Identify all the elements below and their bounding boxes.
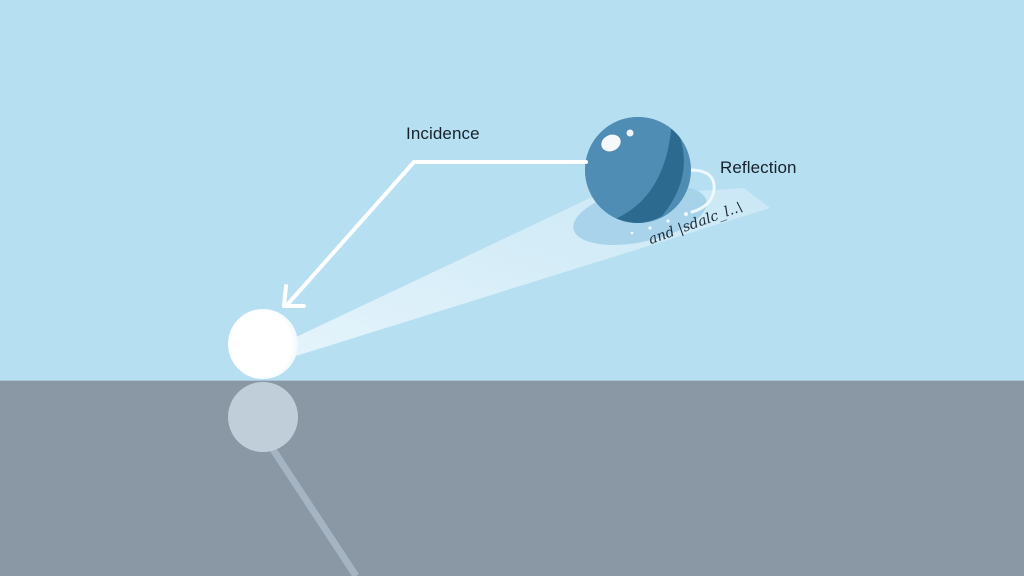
- floor-surface: [0, 381, 1024, 576]
- horizon-line: [0, 380, 1024, 381]
- reflection-label: Reflection: [720, 158, 797, 177]
- orbit-arc: [688, 168, 716, 214]
- incidence-arrow: [282, 160, 588, 308]
- orbit-dots: [630, 212, 688, 235]
- sky-background: [0, 0, 1024, 381]
- incidence-label: Incidence: [406, 124, 480, 143]
- white-ball: [228, 309, 298, 379]
- floor-reflection: [228, 382, 359, 576]
